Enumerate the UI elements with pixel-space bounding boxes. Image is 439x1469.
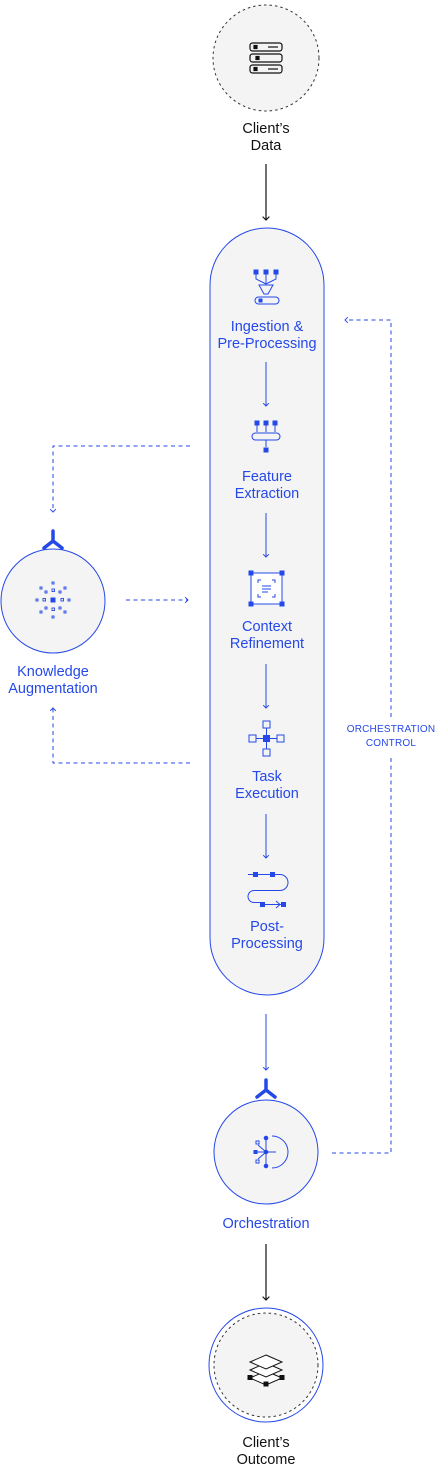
step-context-line2: Refinement bbox=[229, 636, 305, 652]
client-data-line2: Data bbox=[250, 138, 282, 154]
knowledge-augmentation-node bbox=[0, 529, 106, 654]
step-post-line2: Processing bbox=[231, 936, 303, 952]
knowledge-burst-icon bbox=[35, 581, 71, 619]
step-context-line1: Context bbox=[242, 619, 292, 635]
feature-extraction-icon bbox=[251, 420, 281, 453]
orchestration-node bbox=[213, 1078, 319, 1205]
knowledge-line1: Knowledge bbox=[17, 664, 89, 680]
control-label-gap bbox=[380, 718, 402, 756]
orchestration-label: Orchestration bbox=[206, 1216, 326, 1233]
step-post-line1: Post- bbox=[250, 919, 284, 935]
control-line2: CONTROL bbox=[365, 738, 417, 749]
step-feature-label: Feature Extraction bbox=[205, 469, 329, 503]
dashed-task-to-knowledge bbox=[49, 707, 190, 764]
step-feature-line1: Feature bbox=[242, 469, 292, 485]
step-task-line2: Execution bbox=[235, 786, 299, 802]
control-line1: ORCHESTRATION bbox=[346, 724, 436, 735]
step-post-label: Post- Processing bbox=[205, 919, 329, 953]
client-outcome-line2: Outcome bbox=[236, 1452, 296, 1468]
client-data-label: Client’s Data bbox=[216, 121, 316, 155]
context-frame-icon bbox=[248, 570, 285, 607]
step-ingestion-line1: Ingestion & bbox=[230, 319, 304, 335]
knowledge-label: Knowledge Augmentation bbox=[0, 664, 106, 698]
knowledge-logo-icon bbox=[42, 529, 64, 550]
client-data-line1: Client’s bbox=[242, 121, 290, 137]
step-task-label: Task Execution bbox=[205, 769, 329, 803]
server-stack-icon bbox=[249, 42, 283, 74]
orchestration-logo-icon bbox=[255, 1078, 277, 1099]
orchestration-text: Orchestration bbox=[222, 1216, 310, 1232]
step-task-line1: Task bbox=[252, 769, 282, 785]
client-data-node bbox=[212, 4, 320, 112]
pipeline-capsule bbox=[209, 227, 325, 996]
client-outcome-node bbox=[208, 1307, 324, 1423]
funnel-ingestion-icon bbox=[253, 269, 280, 305]
client-outcome-label: Client’s Outcome bbox=[216, 1435, 316, 1469]
step-ingestion-label: Ingestion & Pre-Processing bbox=[205, 319, 329, 353]
step-feature-line2: Extraction bbox=[234, 486, 300, 502]
knowledge-line2: Augmentation bbox=[8, 681, 98, 697]
orchestration-hub-icon bbox=[253, 1135, 289, 1169]
step-context-label: Context Refinement bbox=[205, 619, 329, 653]
step-ingestion-line2: Pre-Processing bbox=[217, 336, 317, 352]
orchestration-control-label: ORCHESTRATION CONTROL bbox=[340, 723, 439, 751]
client-outcome-line1: Client’s bbox=[242, 1435, 290, 1451]
layers-stack-icon bbox=[247, 1354, 285, 1387]
task-network-icon bbox=[248, 720, 285, 757]
dashed-feature-to-knowledge bbox=[49, 445, 190, 513]
post-processing-flow-icon bbox=[247, 872, 289, 909]
